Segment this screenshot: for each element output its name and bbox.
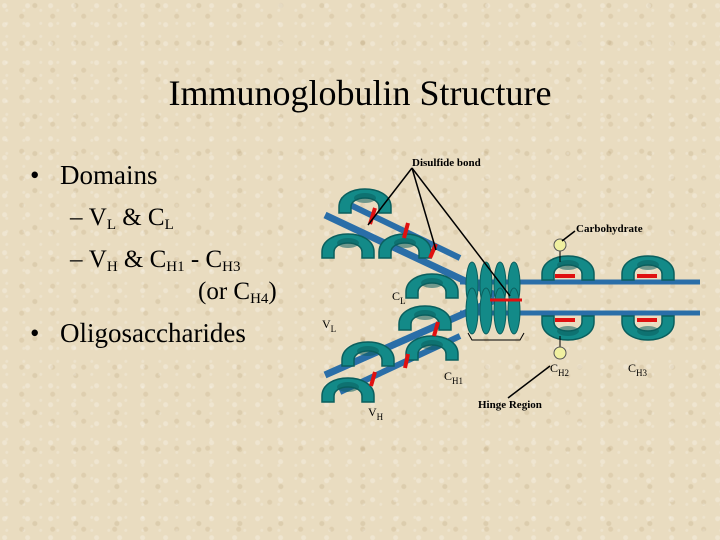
vl-label: VL [322, 317, 336, 334]
carbohydrate-icon [554, 239, 566, 251]
ch2-label: CH2 [550, 361, 569, 378]
ch3-label: CH3 [628, 361, 648, 378]
hinge-bracket [468, 333, 524, 340]
carbohydrate-icon [554, 347, 566, 359]
ch1-label: CH1 [444, 369, 463, 386]
hinge-label: Hinge Region [478, 399, 542, 411]
vh-label: VH [368, 405, 384, 422]
cl-label: CL [392, 289, 406, 306]
hinge-segment [494, 288, 506, 334]
hinge-leader [508, 366, 550, 398]
fc-region [542, 256, 674, 340]
cl-domain-lower [399, 306, 451, 330]
carbohydrate-label: Carbohydrate [576, 223, 643, 235]
disulfide-label: Disulfide bond [412, 157, 481, 169]
hinge-segment [466, 288, 478, 334]
hinge-segment [480, 288, 492, 334]
carbohydrate-leader [562, 231, 575, 241]
